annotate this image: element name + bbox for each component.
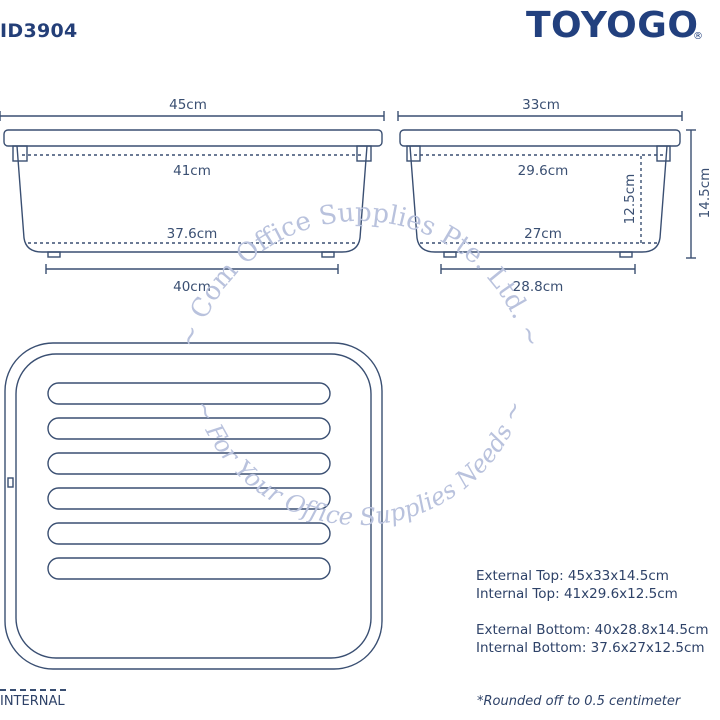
rounding-footnote: *Rounded off to 0.5 centimeter [477,694,681,709]
side-bottom-width-label: 40cm [173,279,211,295]
plan-slot [47,382,331,405]
end-internal-top-label: 29.6cm [518,163,569,179]
plan-slot [47,522,331,545]
end-internal-height-label: 12.5cm [622,174,638,225]
side-body [16,145,368,253]
plan-slot [47,417,331,440]
end-body [409,145,668,253]
watermark: ~ Com Office Supplies Pte. Ltd. ~ ~ For … [173,198,547,531]
side-top-width-label: 45cm [169,97,207,113]
end-internal-bottom-label: 27cm [524,226,562,242]
side-lid [3,129,383,147]
spec-external-bottom: External Bottom: 40x28.8x14.5cm [476,622,709,638]
plan-outer-rim [4,342,383,670]
end-bottom-width-label: 28.8cm [513,279,564,295]
end-external-height-label: 14.5cm [697,168,713,219]
legend-label: INTERNAL [0,694,65,709]
watermark-line-2: ~ For Your Office Supplies Needs ~ [189,397,529,532]
spec-external-top: External Top: 45x33x14.5cm [476,568,669,584]
plan-slot [47,487,331,510]
plan-slot [47,452,331,475]
spec-internal-top: Internal Top: 41x29.6x12.5cm [476,586,678,602]
registered-mark: ® [693,31,703,42]
side-view [0,111,385,274]
brand-logo: TOYOGO [526,5,699,46]
plan-view [4,342,383,670]
end-lid [399,129,681,147]
end-view [397,111,696,274]
product-code: ID3904 [0,20,78,42]
end-top-width-label: 33cm [522,97,560,113]
spec-internal-bottom: Internal Bottom: 37.6x27x12.5cm [476,640,705,656]
plan-inner-rim [15,353,372,659]
side-internal-bottom-label: 37.6cm [167,226,218,242]
plan-slot [47,557,331,580]
legend-dashed-line [0,689,66,691]
side-internal-top-label: 41cm [173,163,211,179]
watermark-line-1: ~ Com Office Supplies Pte. Ltd. ~ [173,198,547,351]
